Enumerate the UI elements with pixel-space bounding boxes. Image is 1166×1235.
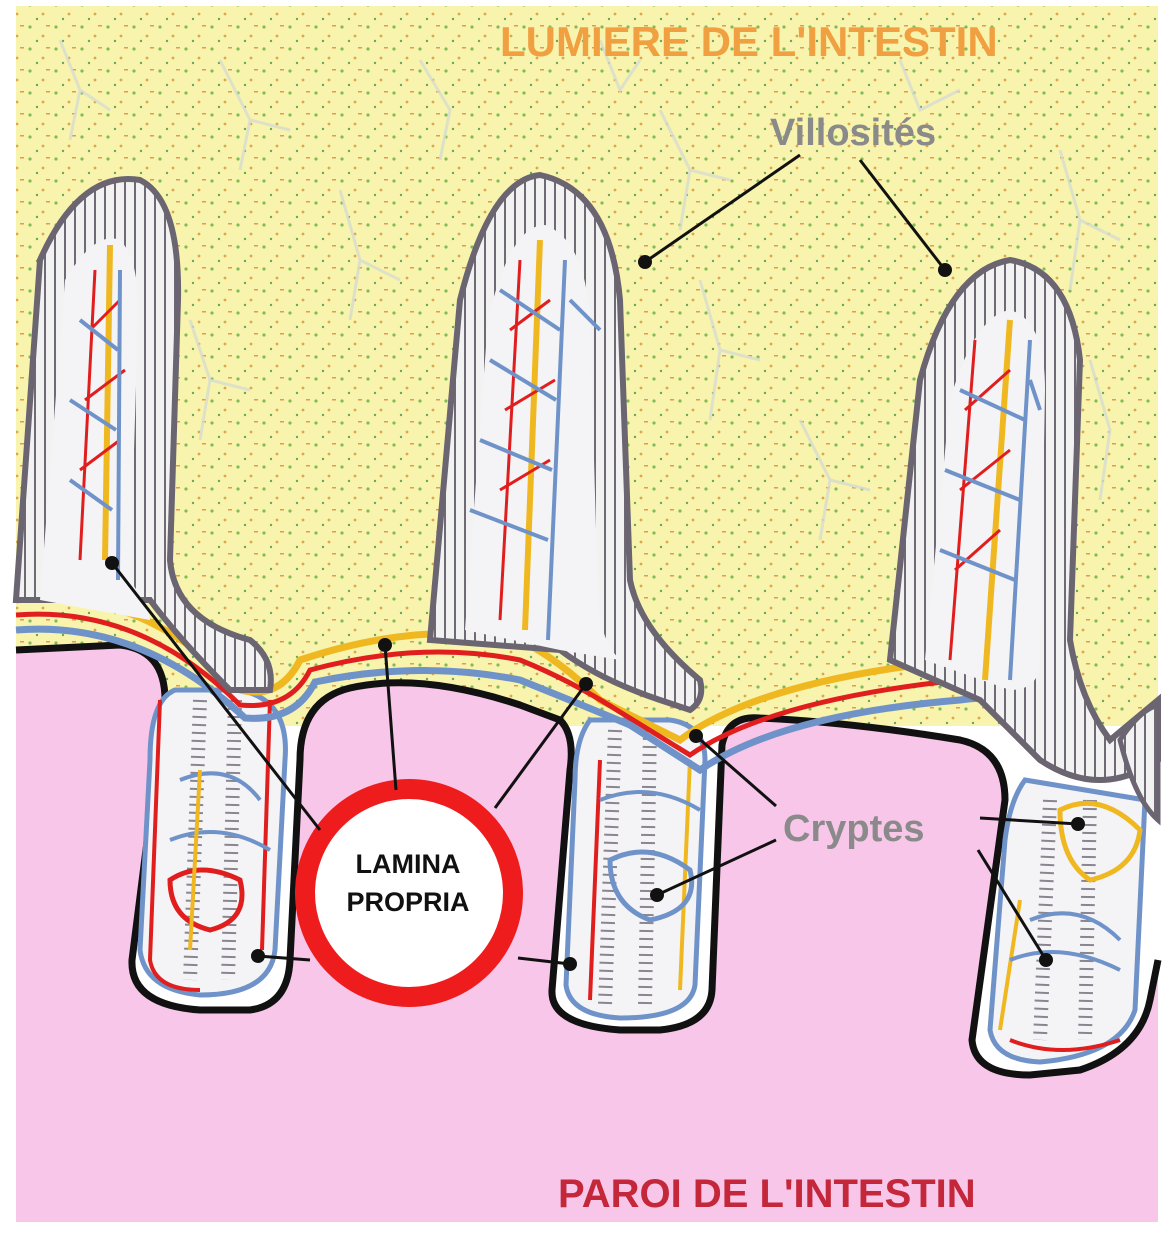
lumen-label: LUMIERE DE L'INTESTIN <box>500 18 998 66</box>
wall-label: PAROI DE L'INTESTIN <box>558 1172 976 1217</box>
lamina-label-line1: LAMINA <box>318 845 498 883</box>
lamina-propria-label: LAMINA PROPRIA <box>318 845 498 921</box>
lamina-label-line2: PROPRIA <box>318 883 498 921</box>
villi-label: Villosités <box>770 112 936 155</box>
crypts-label: Cryptes <box>783 808 925 851</box>
